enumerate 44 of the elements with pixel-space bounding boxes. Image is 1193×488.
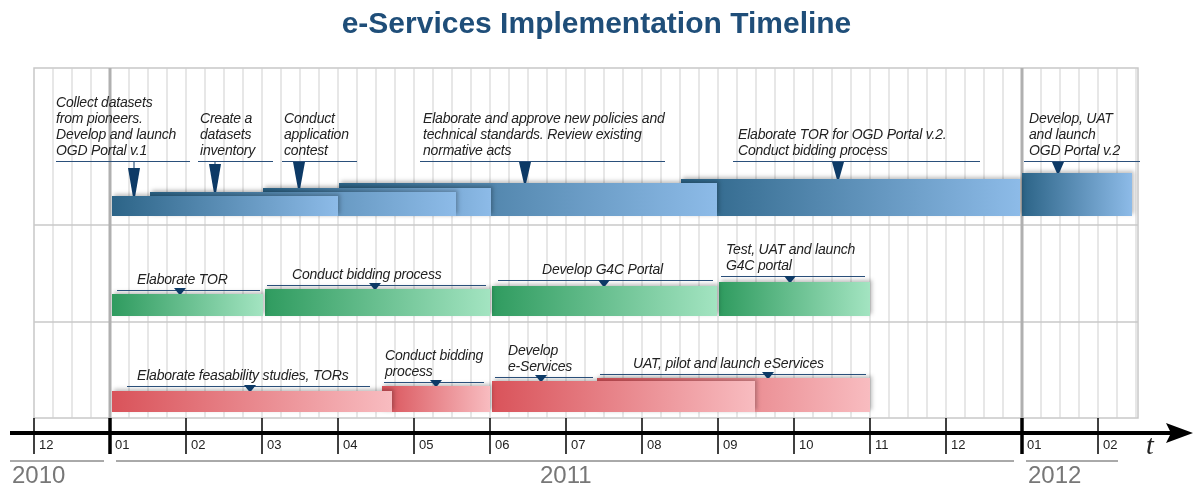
year-label: 2010	[12, 462, 66, 488]
task-label: Elaborate TOR	[117, 270, 260, 291]
month-label: 01	[115, 437, 130, 452]
task-bar	[492, 286, 717, 316]
task-label: Conduct bidding process	[384, 344, 484, 383]
task-bar	[112, 294, 263, 316]
month-label: 10	[799, 437, 814, 452]
task-bar	[112, 196, 338, 216]
month-label: 05	[419, 437, 434, 452]
task-bar	[265, 289, 490, 316]
month-label: 11	[875, 437, 889, 452]
task-bar	[1022, 173, 1132, 216]
task-label: Conduct application contest	[282, 106, 357, 162]
month-label: 08	[647, 437, 662, 452]
month-label: 02	[1103, 437, 1118, 452]
task-bar	[492, 381, 755, 412]
task-label: Develop, UAT and launch OGD Portal v.2	[1024, 104, 1140, 162]
month-label: 12	[951, 437, 966, 452]
task-bar	[112, 391, 392, 412]
task-label: Create a datasets inventory	[198, 106, 273, 162]
month-label: 07	[571, 437, 586, 452]
task-label: Develop e-Services	[495, 340, 593, 378]
task-bar	[382, 386, 490, 412]
month-label: 02	[191, 437, 206, 452]
task-label: Elaborate TOR for OGD Portal v.2. Conduct bidding process	[733, 128, 980, 162]
task-label: Collect datasets from pioneers. Develop and launch OGD Portal v.1	[56, 90, 190, 162]
month-label: 12	[39, 437, 54, 452]
task-label: UAT, pilot and launch eServices	[600, 355, 866, 375]
title: e-Services Implementation Timeline	[340, 6, 853, 40]
task-label: Elaborate and approve new policies and technical standards. Review existing normative acts	[420, 112, 665, 162]
year-label: 2012	[1028, 462, 1082, 488]
task-bar	[681, 179, 1020, 216]
task-label: Test, UAT and launch G4C portal	[721, 242, 865, 277]
year-label: 2011	[540, 462, 592, 488]
axis-label: t	[1146, 430, 1154, 460]
task-label: Conduct bidding process	[267, 265, 486, 286]
month-label: 01	[1027, 437, 1042, 452]
month-label: 09	[723, 437, 738, 452]
month-label: 04	[343, 437, 358, 452]
month-label: 06	[495, 437, 510, 452]
task-label: Elaborate feasability studies, TORs	[127, 367, 370, 387]
task-bar	[719, 282, 870, 316]
month-label: 03	[267, 437, 282, 452]
task-label: Develop G4C Portal	[498, 261, 713, 281]
